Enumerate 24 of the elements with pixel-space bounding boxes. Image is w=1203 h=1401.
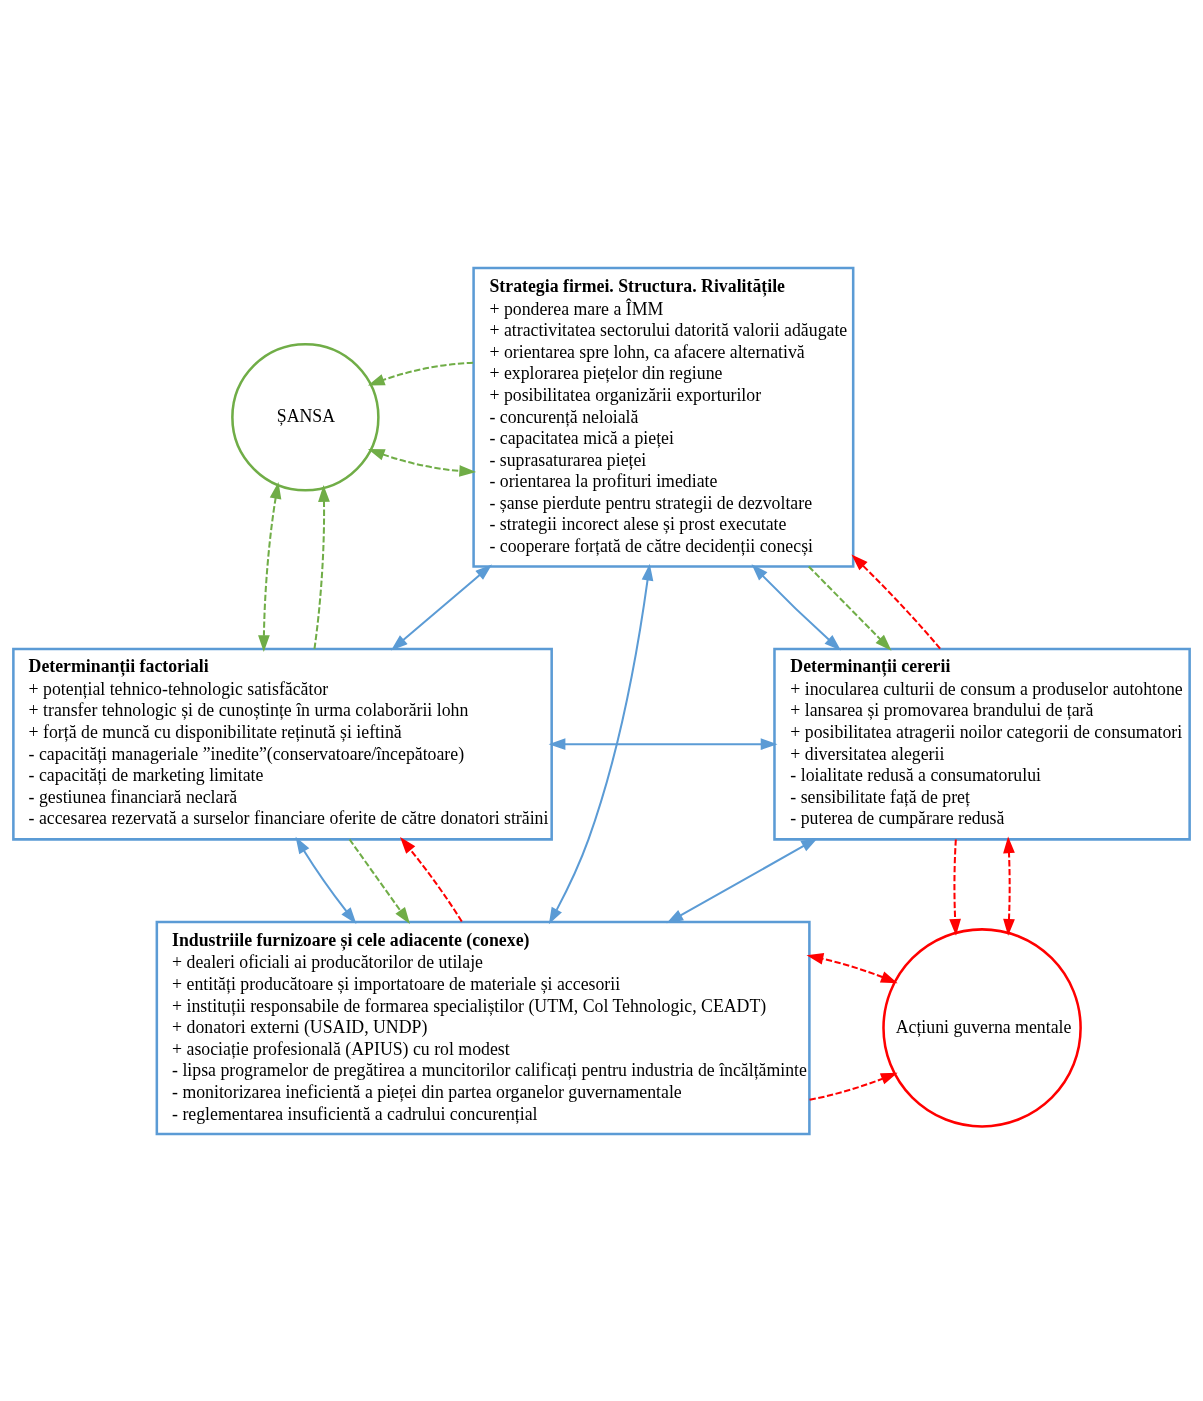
arrow [949,838,961,936]
node-box: Industriile furnizoare și cele adiacente (conexe) + dealeri oficiali ai producătorilor de utilaje + entități producătoare și importatoare de materiale și accesorii + instituții responsabile de formarea specialiștilor (UTM, Col Tehnologic, CEADT) + donatori externi (USAID, UNDP) + asociație profesională (APIUS) cu rol modest - lipsa programelor de pregătirea a muncitorilor calificați pentru industria de încălțăminte - monitorizarea ineficientă a pieței din partea organelor guvernamentale - reglementarea insuficientă a cadrului concurențial [155,920,811,1135]
arrow [313,484,330,649]
arrow [390,563,493,651]
node-box: Determinanții cererii + inocularea culturii de consum a produselor autohtone + lansarea și promovarea brandului de țară + posibilitatea atragerii noilor categorii de consumatori + diversitatea alegerii - loialitate redusă a consumatorului - sensibilitate față de preț - puterea de cumpărare redusă [773,647,1191,841]
node-circle: ȘANSA [231,342,380,491]
node-circle: Acțiuni guverna mentale [882,927,1082,1128]
arrow [548,737,778,750]
arrow [348,838,410,924]
arrow [1003,835,1015,936]
arrow [806,952,898,983]
arrow [367,361,474,386]
arrow [751,563,841,651]
node-box: Determinanții factoriali + potențial tehnico-tehnologic satisfăcător + transfer tehnologic și de cunoștințe în urma colaborării lohn + forță de muncă cu disponibilitate reținută și ieftină - capacități manageriale ”inedite”(conservatoare/începătoare) - capacități de marketing limitate - gestiunea financiară neclară - accesarea rezervată a surselor financiare oferite de către donatori străini [12,647,553,841]
arrow [400,836,463,922]
arrow [809,1072,898,1101]
arrow [548,563,654,924]
arrow [851,553,941,649]
node-box: Strategia firmei. Structura. Rivalitățile + ponderea mare a ÎMM + atractivitatea sectorului datorită valorii adăugate + orientarea spre lohn, ca afacere alternativă + explorarea piețelor din regiune + posibilitatea organizării exporturilor - concurență neloială - capacitatea mică a pieței - suprasaturarea pieței - orientarea la profituri imediate - șanse pierdute pentru strategii de dezvoltare - strategii incorect alese și prost executate - cooperare forțată de către decidenții conecși [472,266,855,568]
arrow [295,836,357,924]
arrow [666,837,818,923]
arrow [367,448,477,477]
arrow [258,481,282,652]
arrow [808,565,892,651]
